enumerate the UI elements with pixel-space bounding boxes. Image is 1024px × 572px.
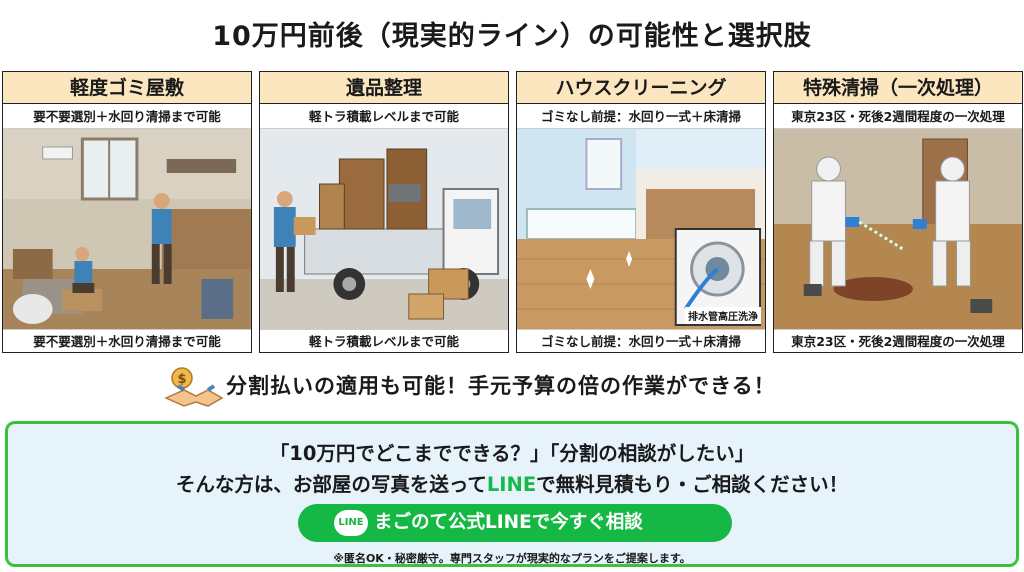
cta-footnote: ※匿名OK・秘密厳守。専門スタッフが現実的なプランをご提案します。 <box>333 552 691 565</box>
card-heading: 軽度ゴミ屋敷 <box>3 72 251 104</box>
line-consultation-panel: 「10万円でどこまでできる？」「分割の相談がしたい」 そんな方は、お部屋の写真を… <box>5 421 1019 567</box>
garbage-house-illustration <box>3 129 251 329</box>
card-special-cleaning: 特殊清掃（一次処理） 東京23区・死後2週間程度の一次処理 <box>773 71 1023 353</box>
special-cleaning-illustration <box>774 129 1022 329</box>
card-subtitle-bottom: 要不要選別＋水回り清掃まで可能 <box>3 329 251 352</box>
service-cards: 軽度ゴミ屋敷 要不要選別＋水回り清掃まで可能 <box>2 71 1023 353</box>
line-logo-icon: LINE <box>334 510 368 536</box>
card-subtitle-top: 要不要選別＋水回り清掃まで可能 <box>3 105 251 129</box>
promo-text: 分割払いの適用も可能！手元予算の倍の作業ができる！ <box>226 374 776 398</box>
cta-instruction-post: で無料見積もり・ご相談ください！ <box>536 473 849 496</box>
line-consult-button-label: まごのて公式LINEで今すぐ相談 <box>374 512 643 533</box>
card-heading: 遺品整理 <box>260 72 508 104</box>
inset-label: 排水管高圧洗浄 <box>685 307 761 324</box>
card-subtitle-bottom: ゴミなし前提：水回り一式＋床清掃 <box>517 329 765 352</box>
cta-instruction-pre: そんな方は、お部屋の写真を送って <box>175 473 487 496</box>
card-estate-clearing: 遺品整理 軽トラ積載レベルまで可能 <box>259 71 509 353</box>
card-heading: ハウスクリーニング <box>517 72 765 104</box>
kei-truck-illustration <box>260 129 508 329</box>
cta-instruction: そんな方は、お部屋の写真を送ってLINEで無料見積もり・ご相談ください！ <box>8 468 1016 497</box>
page-title: 10万円前後（現実的ライン）の可能性と選択肢 <box>212 21 812 52</box>
installment-promo: $ 分割払いの適用も可能！手元予算の倍の作業ができる！ <box>0 362 1024 410</box>
card-heading: 特殊清掃（一次処理） <box>774 72 1022 104</box>
card-subtitle-bottom: 東京23区・死後2週間程度の一次処理 <box>774 329 1022 352</box>
card-garbage-house: 軽度ゴミ屋敷 要不要選別＋水回り清掃まで可能 <box>2 71 252 353</box>
handshake-money-icon: $ <box>164 364 224 408</box>
line-consult-button[interactable]: LINE まごのて公式LINEで今すぐ相談 <box>298 504 732 542</box>
svg-text:$: $ <box>177 372 186 387</box>
card-subtitle-bottom: 軽トラ積載レベルまで可能 <box>260 329 508 352</box>
cta-line-highlight: LINE <box>486 473 537 496</box>
house-cleaning-illustration <box>517 129 765 329</box>
cta-question: 「10万円でどこまでできる？」「分割の相談がしたい」 <box>269 442 755 465</box>
card-subtitle-top: ゴミなし前提：水回り一式＋床清掃 <box>517 105 765 129</box>
card-subtitle-top: 東京23区・死後2週間程度の一次処理 <box>774 105 1022 129</box>
card-subtitle-top: 軽トラ積載レベルまで可能 <box>260 105 508 129</box>
card-house-cleaning: ハウスクリーニング ゴミなし前提：水回り一式＋床清掃 <box>516 71 766 353</box>
